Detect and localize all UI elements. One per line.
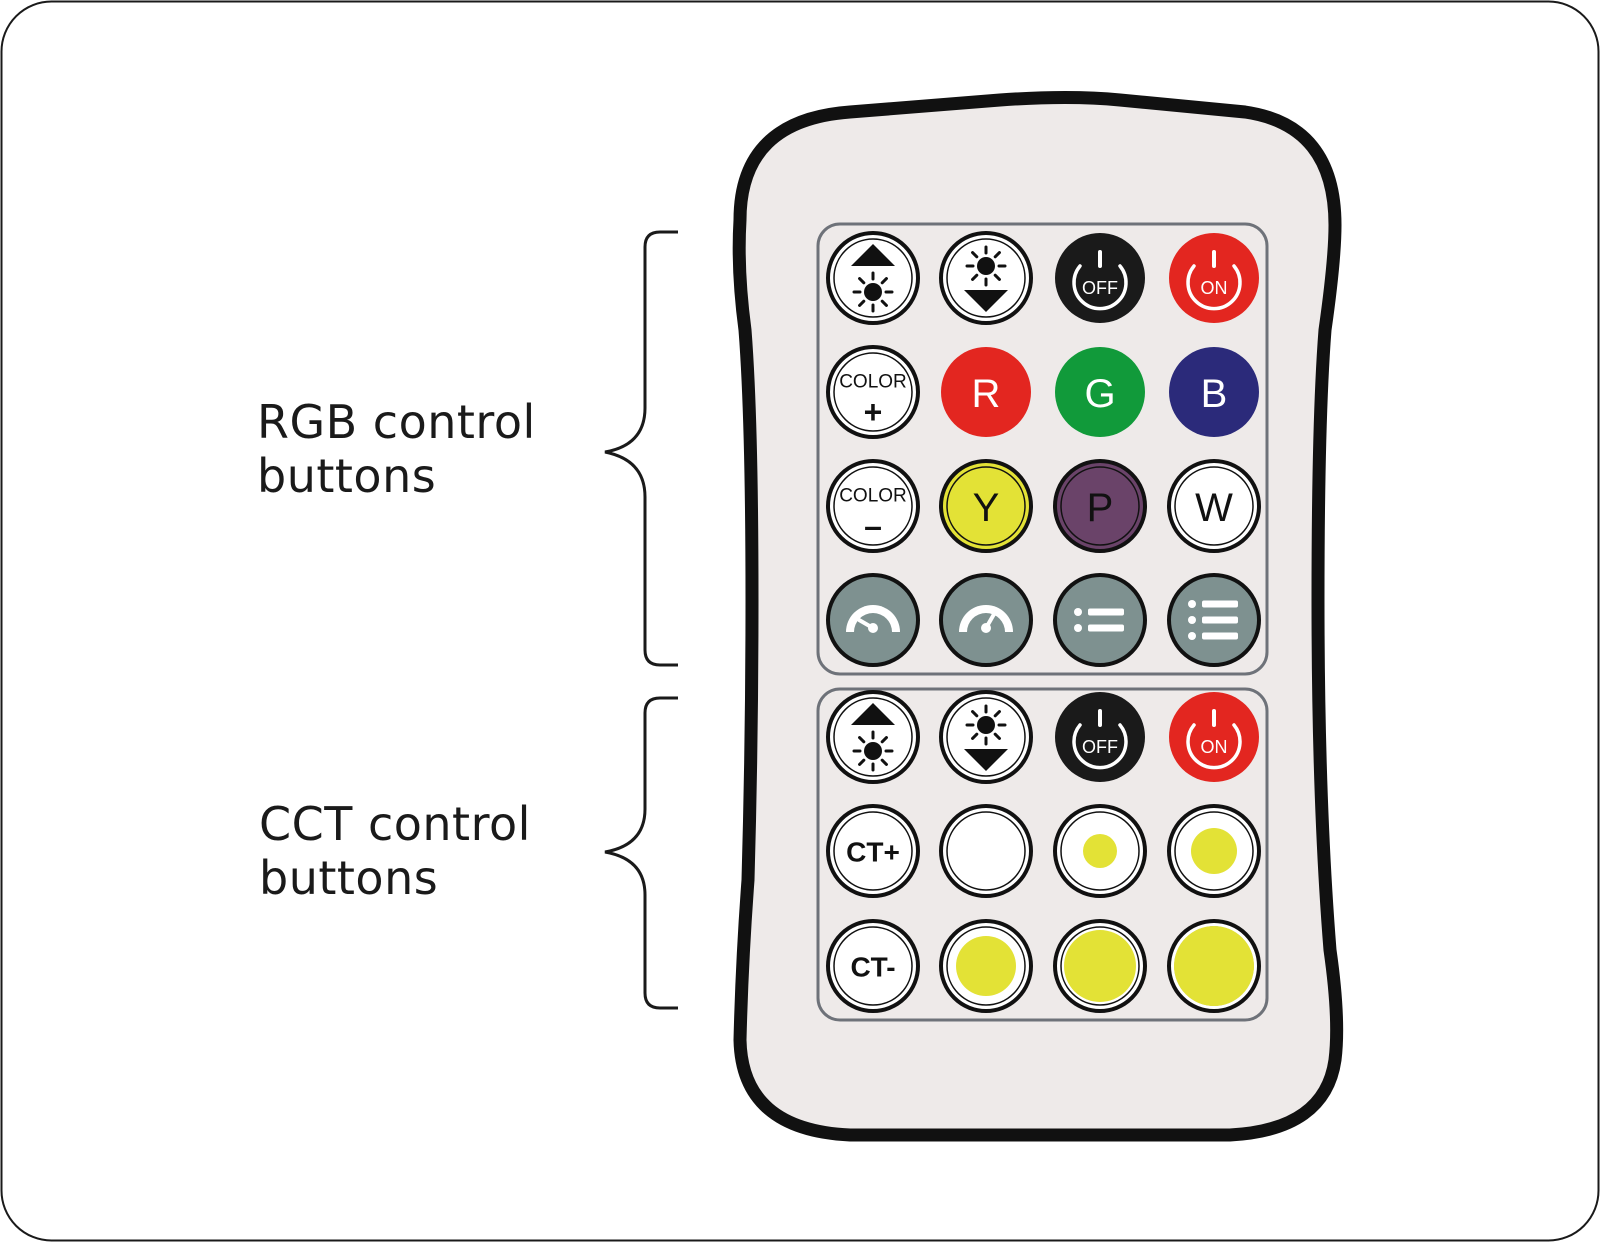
rgb-button-r1-c1[interactable] (826, 231, 920, 325)
power-on-icon (1186, 709, 1242, 770)
rgb-button-r4-c2[interactable] (939, 573, 1033, 667)
cct-level-3-icon (956, 936, 1016, 996)
letter-label: Y (973, 486, 1000, 530)
rgb-button-r4-c3[interactable] (1053, 573, 1147, 667)
power-off-icon (1072, 250, 1128, 311)
cct-level-2-icon (1191, 828, 1237, 874)
cct-button-r2-c1[interactable]: CT+ (826, 804, 920, 898)
cct-panel (816, 687, 1269, 1022)
off-label: OFF (1082, 278, 1118, 298)
rgb-button-r2-c2[interactable]: R (941, 347, 1031, 437)
cct-button-r2-c3[interactable] (1053, 804, 1147, 898)
rgb-button-r3-c4[interactable]: W (1167, 459, 1261, 553)
rgb-brace (604, 230, 678, 667)
mode-list-icon (1074, 608, 1124, 632)
cct-button-r3-c1[interactable]: CT- (826, 919, 920, 1013)
cct-brace (604, 696, 678, 1010)
off-label: OFF (1082, 737, 1118, 757)
color-sign: – (864, 508, 882, 544)
rgb-control-label: RGB control buttons (257, 395, 536, 503)
cct-label-line1: CCT control (259, 797, 531, 851)
color-sign: + (864, 394, 883, 430)
cct-button-r2-c2[interactable] (939, 804, 1033, 898)
cct-button-r1-c3[interactable]: OFF (1055, 692, 1145, 782)
cct-button-r1-c1[interactable] (826, 690, 920, 784)
rgb-button-r2-c4[interactable]: B (1169, 347, 1259, 437)
rgb-button-r1-c3[interactable]: OFF (1055, 233, 1145, 323)
letter-label: R (972, 372, 1001, 416)
cct-control-label: CCT control buttons (259, 797, 531, 905)
cct-button-r3-c3[interactable] (1053, 919, 1147, 1013)
brightness-down-icon (964, 704, 1008, 771)
letter-label: P (1087, 486, 1114, 530)
cct-button-r3-c2[interactable] (939, 919, 1033, 1013)
letter-label: W (1195, 486, 1233, 530)
rgb-button-r3-c3[interactable]: P (1053, 459, 1147, 553)
rgb-button-r4-c4[interactable] (1167, 573, 1261, 667)
brightness-down-icon (964, 245, 1008, 312)
rgb-button-r4-c1[interactable] (826, 573, 920, 667)
rgb-button-r3-c2[interactable]: Y (939, 459, 1033, 553)
rgb-button-r2-c3[interactable]: G (1055, 347, 1145, 437)
cct-button-r2-c4[interactable] (1167, 804, 1261, 898)
speed-down-icon (846, 605, 900, 633)
speed-up-icon (959, 605, 1013, 633)
on-label: ON (1201, 278, 1228, 298)
rgb-panel (816, 222, 1269, 676)
rgb-button-r2-c1[interactable]: COLOR+ (826, 345, 920, 439)
cct-button-r3-c4[interactable] (1167, 919, 1261, 1013)
power-on-icon (1186, 250, 1242, 311)
letter-label: B (1201, 372, 1228, 416)
brightness-up-icon (851, 703, 895, 772)
cct-level-1-icon (1083, 834, 1117, 868)
on-label: ON (1201, 737, 1228, 757)
cct-button-r1-c2[interactable] (939, 690, 1033, 784)
rgb-label-line2: buttons (257, 449, 437, 503)
letter-label: G (1084, 372, 1115, 416)
rgb-button-r1-c4[interactable]: ON (1169, 233, 1259, 323)
ct-label: CT+ (846, 837, 900, 868)
power-off-icon (1072, 709, 1128, 770)
cct-label-line2: buttons (259, 851, 439, 905)
cct-level-4-icon (1064, 930, 1136, 1002)
rgb-button-r3-c1[interactable]: COLOR– (826, 459, 920, 553)
ct-label: CT- (850, 952, 895, 983)
color-label: COLOR (839, 372, 907, 393)
color-label: COLOR (839, 486, 907, 507)
cct-level-5-icon (1174, 926, 1254, 1006)
rgb-label-line1: RGB control (257, 395, 536, 449)
mode-list-full-icon (1188, 600, 1238, 640)
cct-button-r1-c4[interactable]: ON (1169, 692, 1259, 782)
rgb-button-r1-c2[interactable] (939, 231, 1033, 325)
brightness-up-icon (851, 244, 895, 313)
